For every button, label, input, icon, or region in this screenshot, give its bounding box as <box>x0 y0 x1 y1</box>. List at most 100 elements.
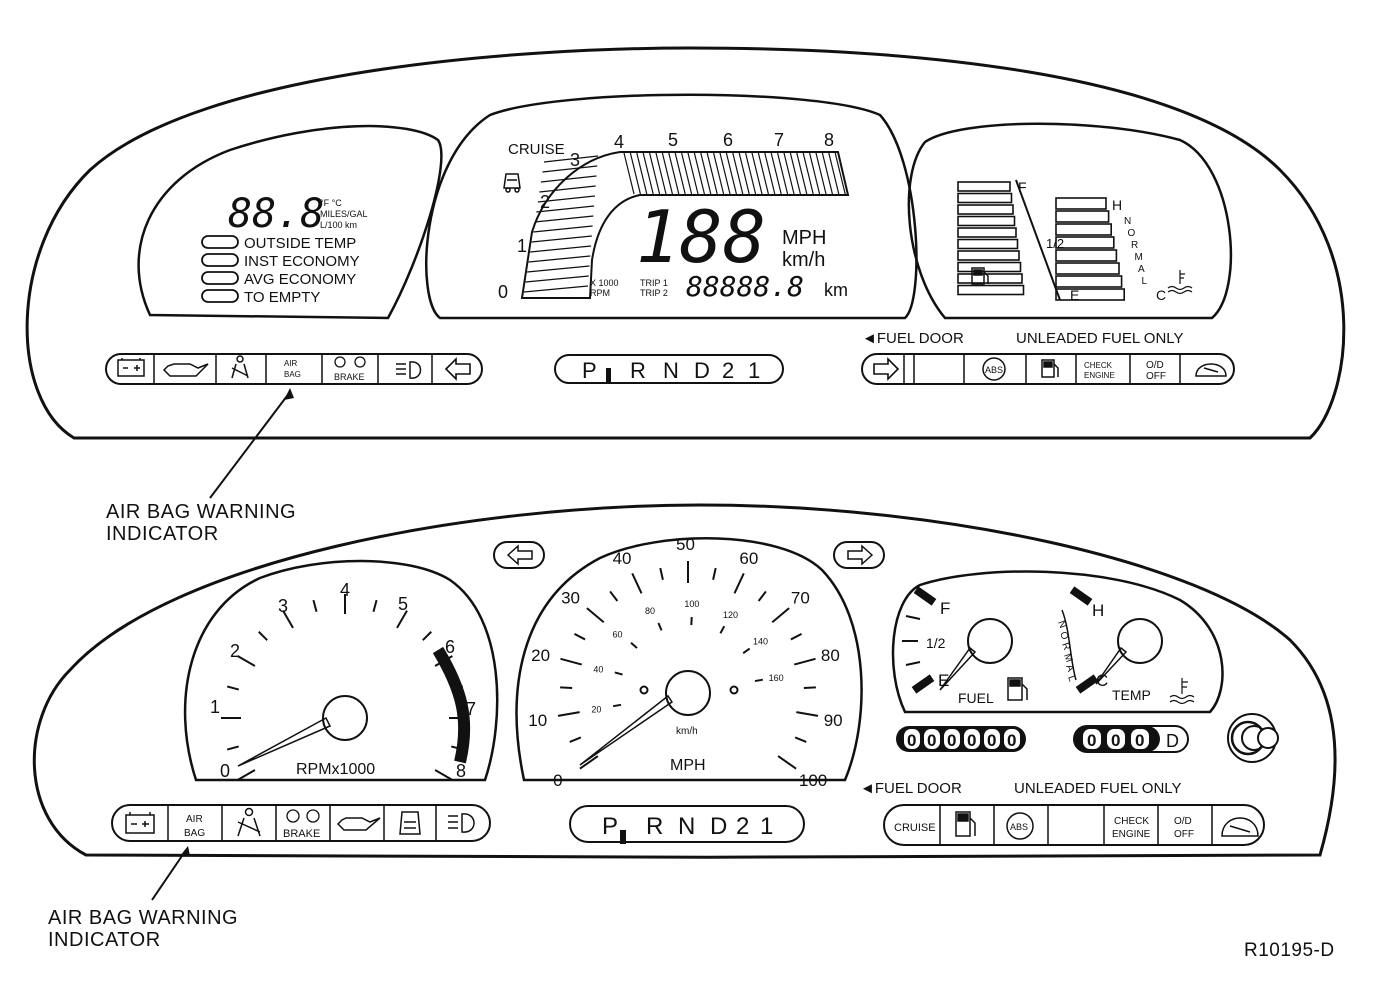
tach-segment <box>802 152 814 195</box>
mode-button-to-empty[interactable] <box>201 289 239 303</box>
mph-number: 70 <box>791 589 810 608</box>
fuel-bar-segment <box>957 250 1020 261</box>
trip-digit: 0 <box>1087 731 1096 750</box>
battery-icon <box>117 358 145 377</box>
odometer-digit: 0 <box>947 731 956 750</box>
gear-pointer <box>606 368 611 384</box>
rpm-label: RPMx1000 <box>296 761 375 778</box>
battery-icon-lower <box>125 812 155 834</box>
callout-arrow-lower <box>151 849 187 901</box>
tach-segment <box>815 152 827 195</box>
cruise-car-icon <box>503 173 521 193</box>
speedo-pin-right <box>729 685 739 695</box>
odometer-digit: 0 <box>1007 731 1016 750</box>
kmh-number: 140 <box>753 636 768 646</box>
fuel-bar-segment <box>957 204 1014 215</box>
normal-letter-lower: M <box>1061 652 1074 664</box>
upper-left-indicator-strip: AIR BAG BRAKE <box>105 353 483 385</box>
trip-reset-knob[interactable] <box>1227 713 1279 763</box>
tach-num-3: 3 <box>278 596 288 616</box>
temp-label-lower: TEMP <box>1112 687 1151 703</box>
mph-label: MPH <box>670 757 706 774</box>
tach-segment <box>796 152 808 195</box>
message-digital-display: 88.8 <box>228 191 324 237</box>
check-engine-lower-1: CHECK <box>1114 816 1149 827</box>
lower-prnd-indicator: P R N D 2 1 <box>569 805 805 844</box>
tach-tick <box>226 685 240 691</box>
mode-button-outside-temp[interactable] <box>201 235 239 249</box>
fuel-door-label-lower: ◄FUEL DOOR <box>860 780 962 797</box>
kmh-number: 20 <box>591 705 601 715</box>
headlamp-icon-lower <box>448 813 475 833</box>
brake-warning-icon-lower <box>286 809 320 823</box>
tach-segment <box>525 275 589 283</box>
prnd-lower-p: P <box>602 813 618 840</box>
mph-number: 90 <box>824 711 843 730</box>
abs-label-lower: ABS <box>1010 822 1028 832</box>
fuel-full-mark: F <box>1018 179 1027 195</box>
tach-tick-0: 0 <box>498 282 508 302</box>
mode-button-avg-economy[interactable] <box>201 271 239 285</box>
odometer-wheel <box>984 729 1000 749</box>
odometer-digit: 0 <box>907 731 916 750</box>
callout-lower-line-1: AIR BAG WARNING <box>48 907 239 929</box>
lower-right-indicator-strip: CRUISE ABS CHECK ENGINE O/D OFF <box>883 804 1265 846</box>
trip-digit: 0 <box>1111 731 1120 750</box>
tach-hub <box>322 695 368 741</box>
fuel-pump-icon <box>971 267 989 285</box>
fuel-half-mark-lower: 1/2 <box>926 635 946 651</box>
fuel-bar-segment <box>957 192 1013 204</box>
speedo-tick <box>794 736 807 743</box>
trip-wheel <box>1083 729 1101 749</box>
normal-letter: L <box>1142 276 1148 287</box>
low-fuel-icon-lower <box>955 811 976 837</box>
normal-letter-lower: N <box>1055 619 1068 630</box>
tach-segment <box>745 152 757 195</box>
normal-letter: M <box>1135 252 1143 263</box>
odometer-digit: 0 <box>927 731 936 750</box>
temp-bar-segment <box>1055 210 1110 223</box>
fuel-hub <box>967 618 1013 664</box>
trip-wheel <box>1107 729 1125 749</box>
tach-segment <box>809 152 821 195</box>
redline-band <box>432 646 471 764</box>
kmh-number: 100 <box>684 599 699 609</box>
tach-segment <box>533 225 593 233</box>
kmh-tick <box>614 671 623 676</box>
speedo-tick <box>631 572 643 594</box>
seatbelt-icon <box>231 355 249 379</box>
tach-segment <box>534 215 594 223</box>
fuel-label-lower: FUEL <box>958 690 994 706</box>
tach-segment <box>725 152 737 195</box>
tach-segment <box>649 152 661 195</box>
left-arrow-icon <box>444 357 471 381</box>
od-off-lower-1: O/D <box>1174 816 1192 827</box>
abs-label: ABS <box>985 365 1003 375</box>
mode-button-inst-economy[interactable] <box>201 253 239 267</box>
speedo-tick <box>659 567 664 580</box>
trip2-label: TRIP 2 <box>640 288 668 298</box>
kmh-number: 60 <box>612 629 622 639</box>
prnd-lower-1: 1 <box>760 813 773 840</box>
speedo-tick <box>579 755 599 770</box>
temp-bar-segment <box>1055 249 1118 262</box>
odometer-digit: 0 <box>987 731 996 750</box>
tach-num-4: 4 <box>340 580 350 600</box>
tach-segment <box>537 195 595 203</box>
fuel-bar-segment <box>957 181 1011 192</box>
brake-label-lower: BRAKE <box>283 828 320 840</box>
tach-segment <box>540 175 597 183</box>
speedo-tick <box>609 590 619 602</box>
tach-segment <box>687 152 699 195</box>
odometer-wheel <box>964 729 980 749</box>
callout-arrowhead-upper <box>284 388 294 400</box>
tach-segment <box>629 152 641 195</box>
tach-segment <box>543 155 599 163</box>
tach-tick-4: 4 <box>614 132 624 152</box>
door-ajar-icon <box>399 811 421 835</box>
mph-number: 40 <box>613 549 632 568</box>
tach-segment <box>623 152 635 195</box>
kmh-number: 40 <box>593 665 603 675</box>
od-off-text-1: O/D <box>1146 360 1164 371</box>
odometer-wheel <box>904 729 920 749</box>
